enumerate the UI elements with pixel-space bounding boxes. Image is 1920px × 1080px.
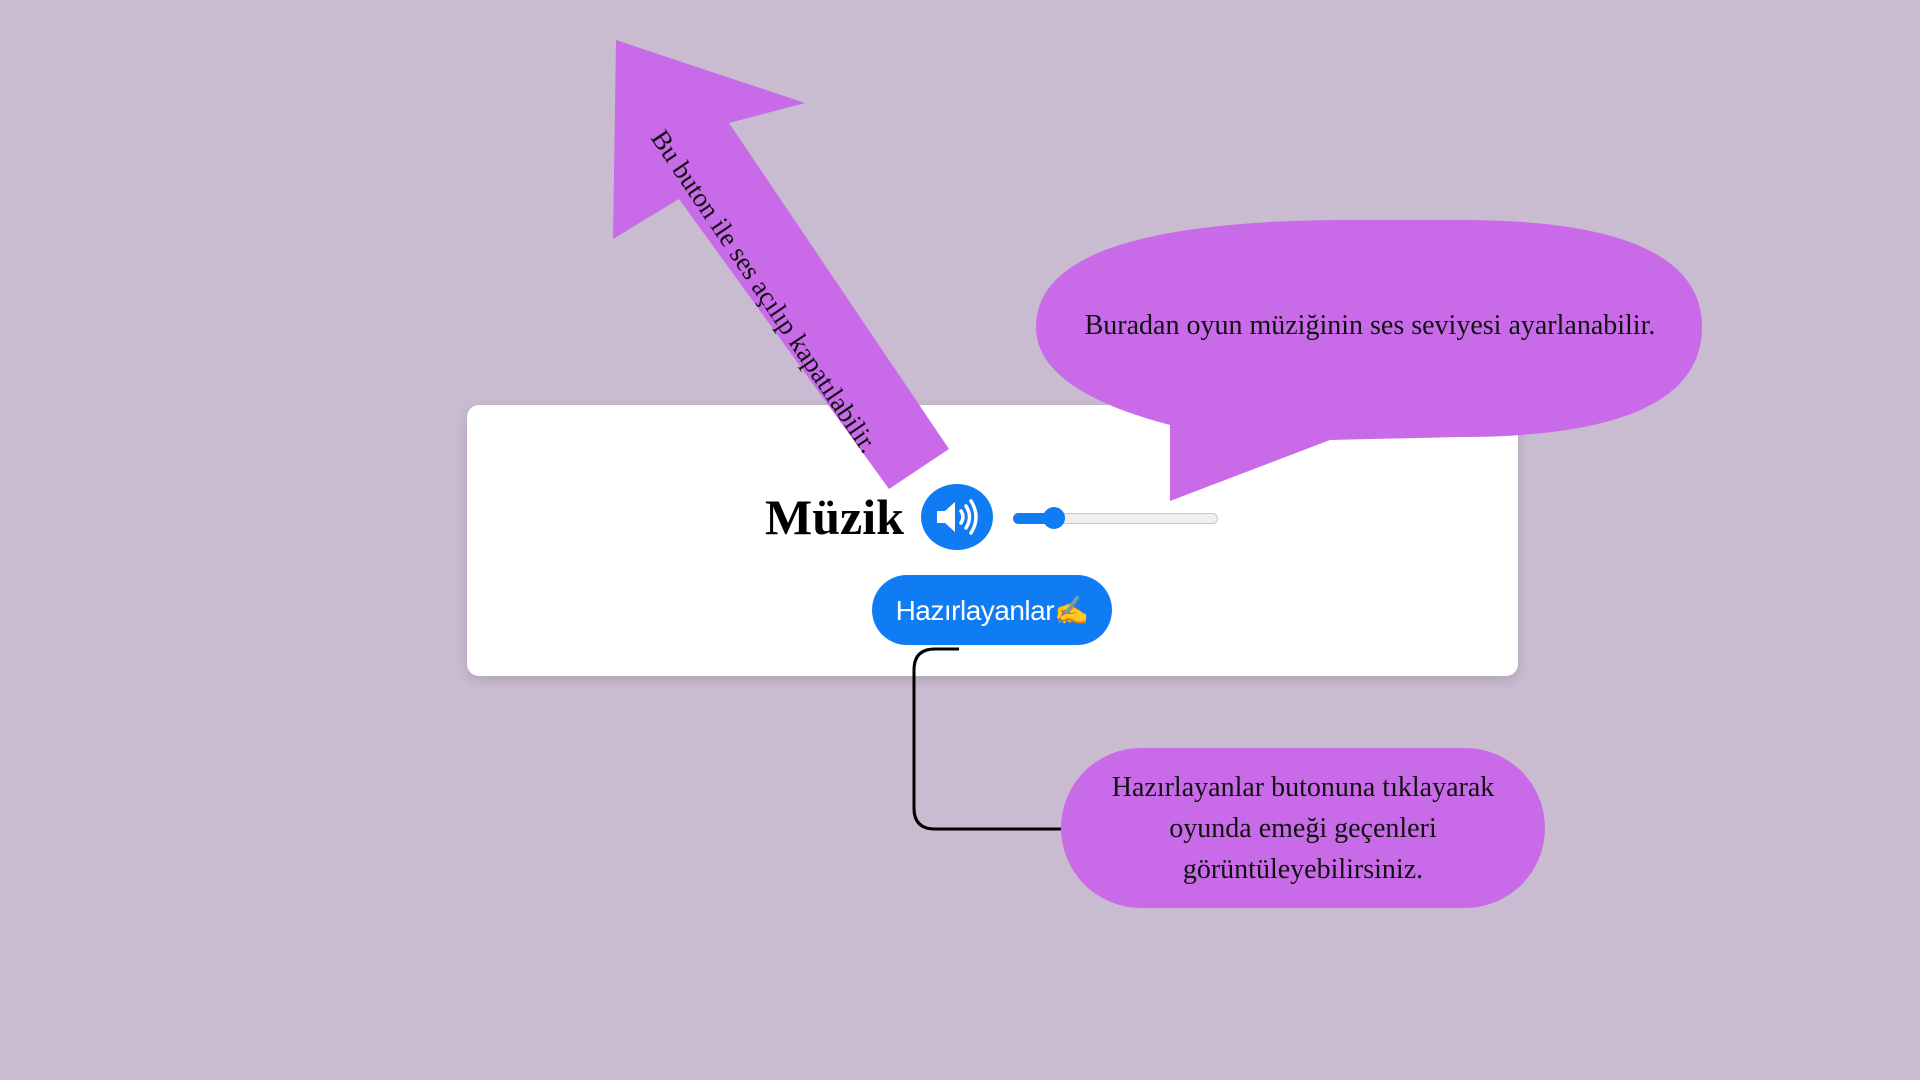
credits-note-line: Hazırlayanlar butonuna tıklayarak (1111, 771, 1495, 803)
bubble-note-text: Buradan oyun müziğinin ses seviyesi ayar… (1084, 310, 1656, 341)
callout-connector-line (912, 647, 1061, 831)
speaker-volume-icon (937, 499, 978, 535)
callout-bubble-shape (1036, 220, 1702, 501)
callout-arrow-shape (613, 40, 949, 489)
volume-slider[interactable] (1013, 507, 1218, 529)
credits-note-text: Hazırlayanlar butonuna tıklayarak oyunda… (1112, 767, 1495, 890)
volume-slider-thumb[interactable] (1043, 507, 1065, 529)
credits-note-line: görüntüleyebilirsiniz. (1182, 853, 1424, 885)
volume-slider-fill (1013, 513, 1054, 524)
sound-toggle-button[interactable] (921, 484, 993, 550)
credits-note-callout: Hazırlayanlar butonuna tıklayarak oyunda… (1061, 748, 1545, 908)
music-title: Müzik (765, 489, 904, 545)
credits-note-line: oyunda emeği geçenleri (1169, 812, 1437, 844)
credits-button[interactable]: Hazırlayanlar✍️ (872, 575, 1112, 645)
